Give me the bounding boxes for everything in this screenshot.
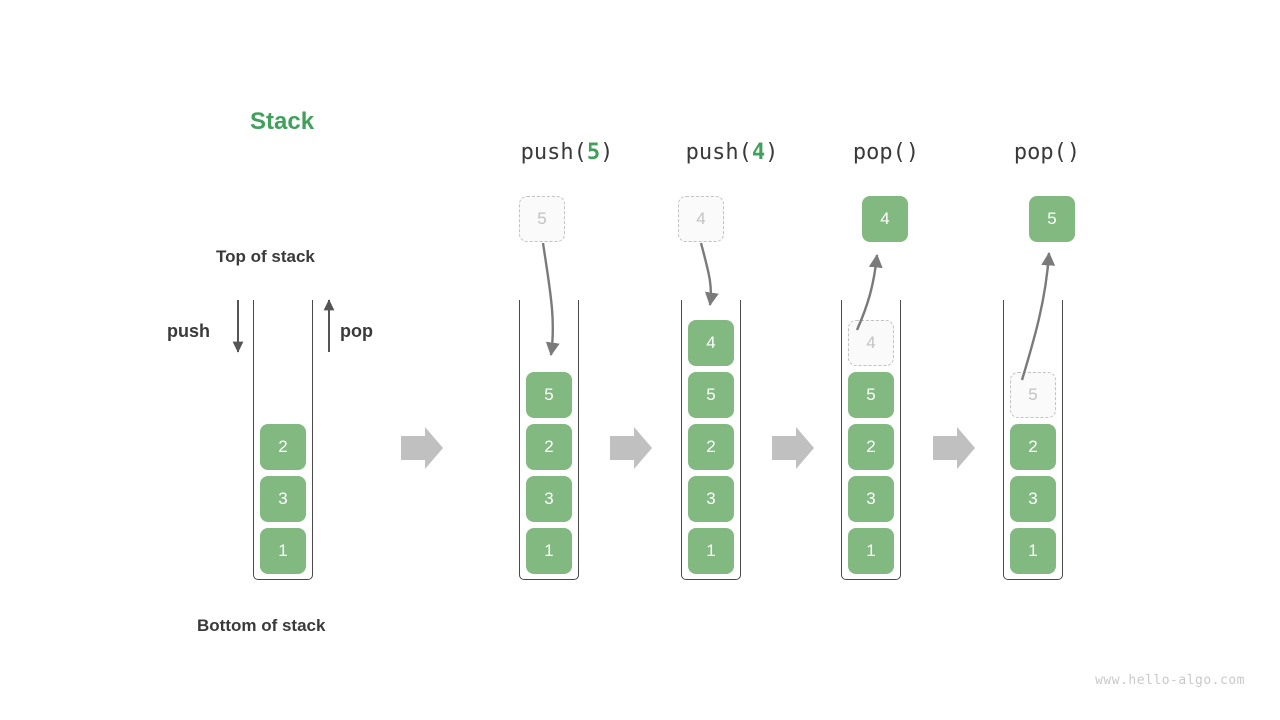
step-arrow-icon: [772, 427, 814, 469]
popped-cell: 5: [1029, 196, 1075, 242]
op-header-fn: pop(: [1013, 140, 1067, 165]
push-flow-arrow-icon: [699, 242, 719, 306]
stack-cell: 1: [526, 528, 572, 574]
stack-cell: 3: [1010, 476, 1056, 522]
incoming-ghost-cell: 4: [678, 196, 724, 242]
stack-cell: 3: [260, 476, 306, 522]
op-header-fn: push(: [685, 140, 752, 165]
page-title: Stack: [250, 108, 315, 135]
stack-cell: 2: [1010, 424, 1056, 470]
step-arrow-icon: [401, 427, 443, 469]
stack-cell: 5: [848, 372, 894, 418]
op-header-arg: 4: [751, 140, 766, 165]
label-top-of-stack: Top of stack: [216, 247, 315, 266]
label-push: push: [167, 321, 210, 341]
incoming-ghost-cell: 5: [519, 196, 565, 242]
op-header-push-4: push(4): [686, 140, 779, 165]
op-header-pop-1: pop(): [853, 140, 919, 165]
stack-cell: 1: [1010, 528, 1056, 574]
op-header-fn: pop(: [852, 140, 906, 165]
stack-frame: [253, 300, 313, 580]
op-header-arg: 5: [586, 140, 601, 165]
stack-cell: 1: [260, 528, 306, 574]
op-header-close: ): [765, 140, 779, 165]
popped-cell: 4: [862, 196, 908, 242]
removed-ghost-cell: 5: [1010, 372, 1056, 418]
step-arrow-icon: [610, 427, 652, 469]
stack-cell: 1: [688, 528, 734, 574]
stack-cell: 3: [848, 476, 894, 522]
stack-cell: 2: [260, 424, 306, 470]
op-header-close: ): [1066, 140, 1081, 165]
stack-cell: 2: [688, 424, 734, 470]
stack-frame: [841, 300, 901, 580]
op-header-close: ): [600, 140, 614, 165]
step-arrow-icon: [933, 427, 975, 469]
stack-frame: [519, 300, 579, 580]
stack-cell: 3: [526, 476, 572, 522]
stack-frame: [1003, 300, 1063, 580]
op-header-close: ): [905, 140, 920, 165]
watermark: www.hello-algo.com: [1095, 673, 1245, 688]
stack-cell: 3: [688, 476, 734, 522]
stack-frame: [681, 300, 741, 580]
op-header-pop-2: pop(): [1014, 140, 1080, 165]
op-header-push-5: push(5): [521, 140, 614, 165]
stack-cell: 2: [526, 424, 572, 470]
stack-cell: 1: [848, 528, 894, 574]
removed-ghost-cell: 4: [848, 320, 894, 366]
stack-cell: 4: [688, 320, 734, 366]
stack-cell: 5: [526, 372, 572, 418]
stack-cell: 2: [848, 424, 894, 470]
label-pop: pop: [340, 321, 373, 341]
op-header-fn: push(: [520, 140, 587, 165]
label-bottom-of-stack: Bottom of stack: [197, 616, 326, 635]
stack-cell: 5: [688, 372, 734, 418]
